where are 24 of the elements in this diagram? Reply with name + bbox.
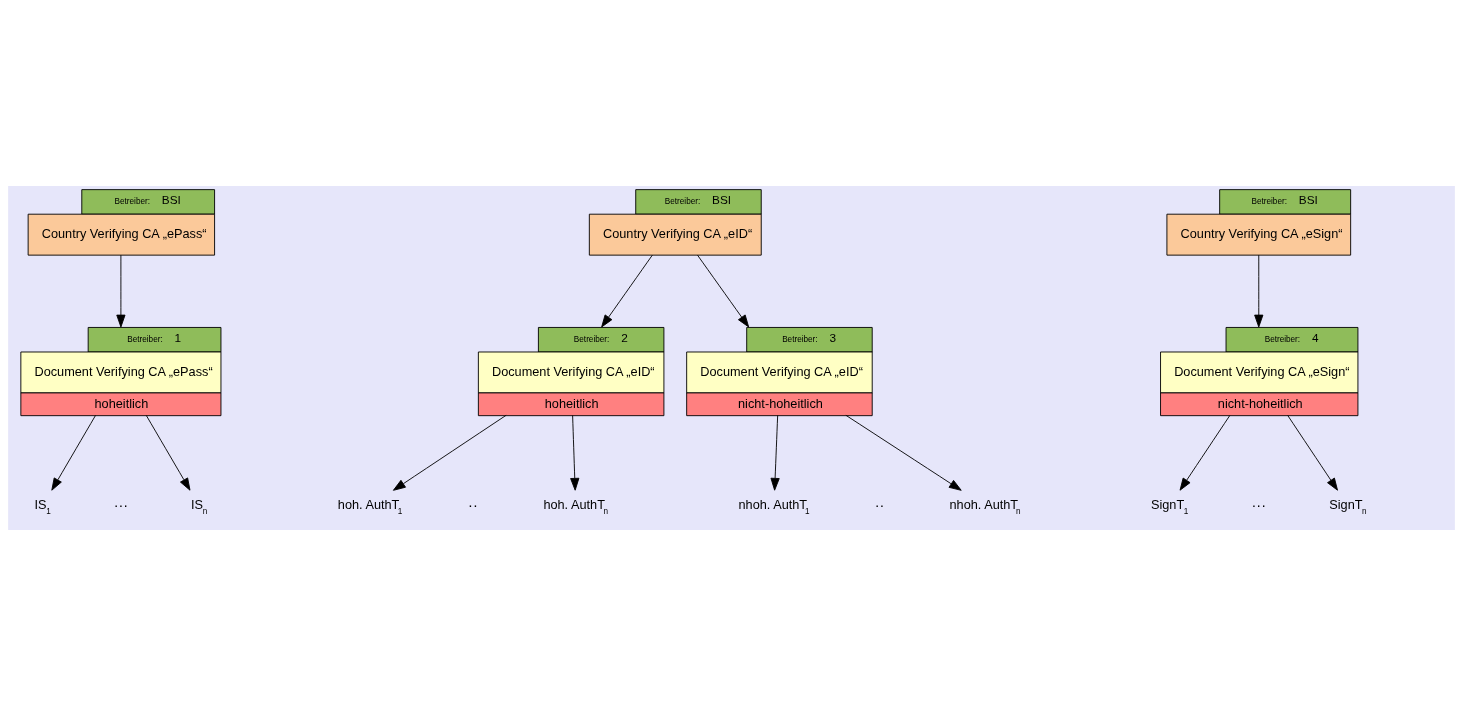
- node-text: nhoh. AuthT$_{1}$: [738, 496, 810, 516]
- arrow: [116, 254, 126, 327]
- arrow: [1287, 414, 1338, 491]
- node-text: hoh. AuthT$_{1}$: [337, 496, 403, 516]
- arrow: [601, 254, 653, 327]
- arrow: [145, 414, 191, 491]
- node-text: SignT$_{n}$: [1329, 496, 1367, 516]
- arrow: [51, 414, 96, 491]
- node-text: hoh. AuthT$_{n}$: [543, 496, 608, 516]
- node-text: SignT$_{1}$: [1150, 496, 1189, 516]
- arrow: [845, 414, 962, 491]
- arrow: [570, 414, 580, 491]
- node-text: IS$_{1}$: [34, 496, 51, 516]
- arrow: [770, 414, 780, 491]
- label: ···: [1251, 496, 1267, 513]
- label: ··: [468, 496, 478, 513]
- arrow: [392, 414, 507, 491]
- arrow: [1179, 414, 1231, 491]
- label: ···: [113, 496, 129, 513]
- label: ··: [874, 496, 885, 513]
- node-text: nhoh. AuthT$_{n}$: [949, 496, 1021, 516]
- arrow: [1254, 254, 1264, 327]
- arrow: [697, 254, 750, 327]
- node-text: IS$_{n}$: [190, 496, 208, 516]
